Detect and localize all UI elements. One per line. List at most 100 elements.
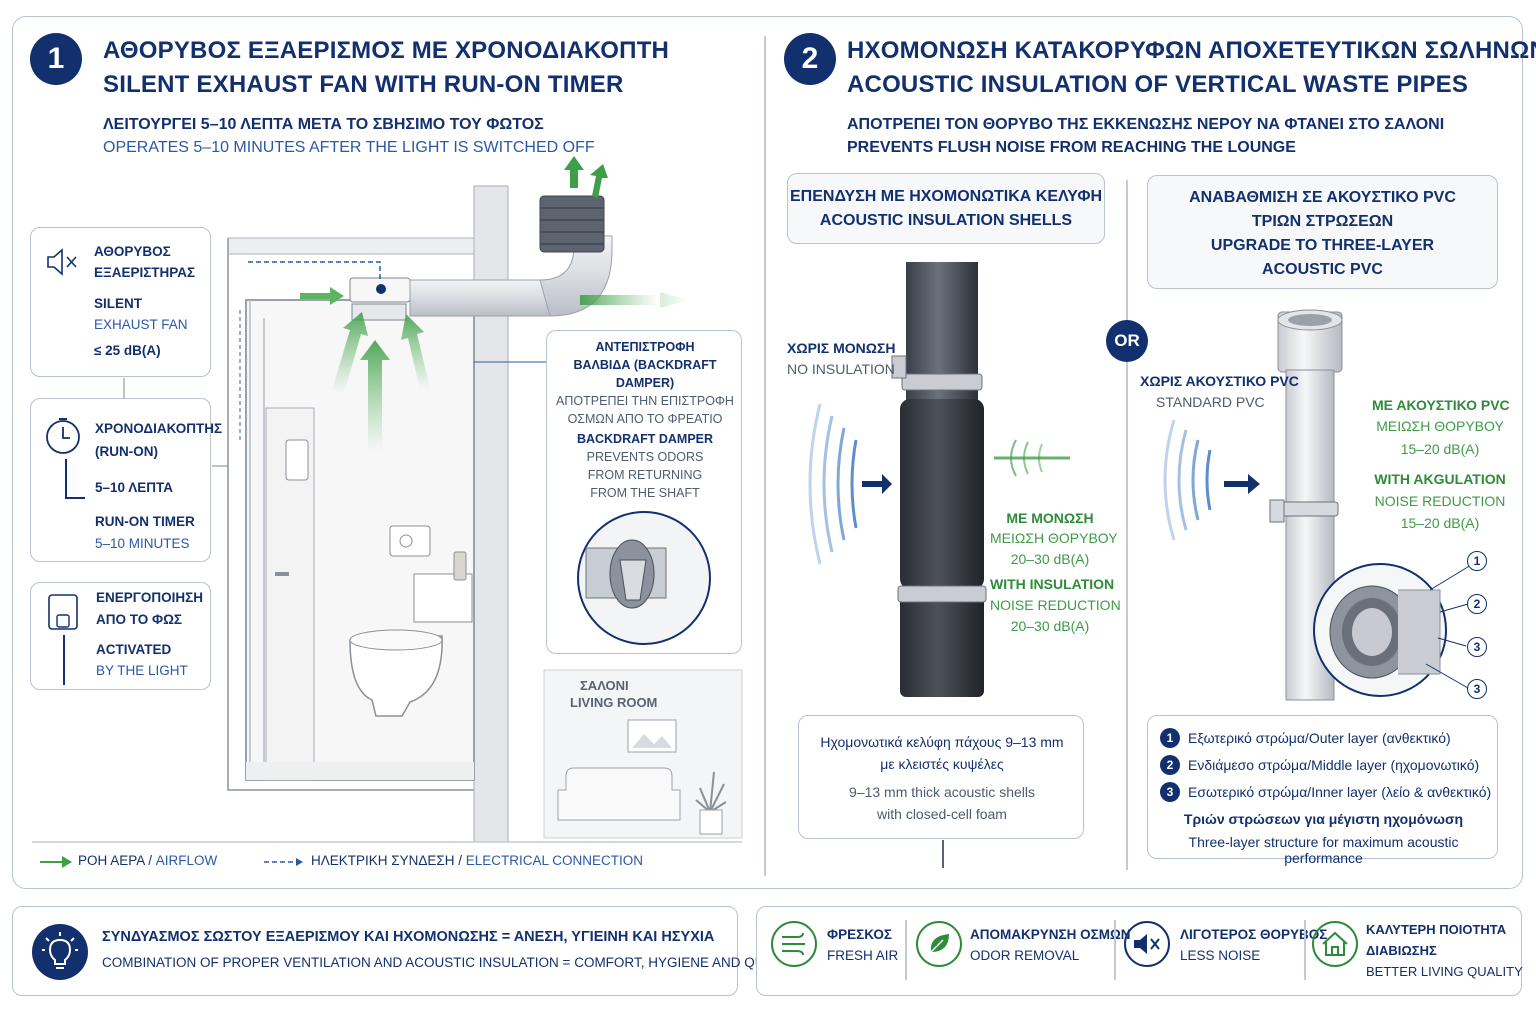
shells-note-box: Ηχομονωτικά κελύφη πάχους 9–13 mm με κλε… (798, 715, 1084, 839)
layer-2-sep: / (1307, 757, 1312, 773)
section-divider (764, 36, 766, 876)
damper-gr5: ΟΣΜΩΝ ΑΠΟ ΤΟ ΦΡΕΑΤΙΟ (567, 412, 723, 426)
shells-title-gr: ΕΠΕΝΔΥΣΗ ΜΕ ΗΧΟΜΟΝΩΤΙΚΑ ΚΕΛΥΦΗ (789, 188, 1102, 205)
room-door-frame (249, 300, 265, 780)
layer-3-gr: Εσωτερικό στρώμα (1188, 784, 1308, 800)
airflow-top-2 (590, 164, 608, 198)
living-room-gr: ΣΑΛΟΝΙ (580, 678, 629, 693)
damper-en1: BACKDRAFT DAMPER (576, 432, 714, 446)
speaker-mute-icon (1124, 921, 1170, 967)
shells-note-en2: with closed-cell foam (877, 806, 1007, 822)
legend-airflow-en: AIRFLOW (155, 853, 218, 868)
section1-subtitle-gr: ΛΕΙΤΟΥΡΓΕΙ 5–10 ΛΕΠΤΑ ΜΕΤΑ ΤΟ ΣΒΗΣΙΜΟ ΤΟ… (103, 116, 544, 133)
house-icon (1312, 921, 1358, 967)
pvc-with-en1: WITH AKGULATION (1374, 471, 1506, 487)
airflow-left (300, 287, 344, 305)
pvc-noise-waves (1163, 419, 1212, 541)
pvc-title-gr2: ΤΡΙΩΝ ΣΤΡΩΣΕΩΝ (1251, 213, 1394, 230)
section1-title-en: SILENT EXHAUST FAN WITH RUN-ON TIMER (103, 71, 624, 98)
pvc-noise-arrow (1224, 474, 1260, 494)
feature-1-gr: ΦΡΕΣΚΟΣ (827, 927, 892, 942)
shells-note-gr1: Ηχομονωτικά κελύφη πάχους 9–13 mm (820, 734, 1064, 750)
timer-card: ΧΡΟΝΟΔΙΑΚΟΠΤΗΣ (RUN-ON) 5–10 ΛΕΠΤΑ RUN-O… (30, 398, 222, 562)
section2-inner-divider (1126, 180, 1128, 870)
sofa (557, 767, 681, 821)
feature-4-en: BETTER LIVING QUALITY (1366, 964, 1523, 979)
timer-card-en1: RUN-ON TIMER (95, 514, 195, 529)
ceiling-slab (227, 237, 475, 255)
feature-2-en: ODOR REMOVAL (970, 948, 1080, 963)
pipe-lower (900, 589, 984, 697)
shells-note-gr2: με κλειστές κυψέλες (880, 756, 1004, 772)
bathroom-illustration (32, 156, 743, 868)
flush-plate (389, 525, 431, 557)
section2-title-en: ACOUSTIC INSULATION OF VERTICAL WASTE PI… (847, 71, 1469, 98)
fan-card-gr1: ΑΘΟΡΥΒΟΣ (94, 244, 171, 259)
footer-features-panel (756, 906, 1522, 996)
with-insulation-en3: 20–30 dB(A) (1010, 618, 1090, 634)
layer-item-3: 3 Εσωτερικό στρώμα / Inner layer (λείο & … (1160, 782, 1491, 802)
dispenser (285, 439, 309, 481)
layer-3-en: Inner layer (λείο & ανθεκτικό) (1311, 784, 1492, 800)
electrical-line (248, 261, 381, 282)
damper-gr1: ΑΝΤΕΠΙΣΤΡΟΦΗ (595, 340, 695, 354)
fan-card: ΑΘΟΡΥΒΟΣ ΕΞΑΕΡΙΣΤΗΡΑΣ SILENT EXHAUST FAN… (30, 227, 211, 377)
layer-3-sep: / (1307, 784, 1312, 800)
damper-en2: PREVENTS ODORS (586, 450, 704, 464)
pvc-no-en: STANDARD PVC (1156, 394, 1265, 410)
lightbulb-icon (32, 924, 88, 980)
section2-title-gr: ΗΧΟΜΟΝΩΣΗ ΚΑΤΑΚΟΡΥΦΩΝ ΑΠΟΧΕΤΕΥΤΙΚΩΝ ΣΩΛΗ… (847, 37, 1536, 64)
timer-card-en2: 5–10 MINUTES (95, 536, 190, 551)
with-insulation-en1: WITH INSULATION (990, 576, 1115, 592)
with-insulation-gr2: ΜΕΙΩΣΗ ΘΟΡΥΒΟΥ (990, 530, 1118, 546)
pvc-summary-en: Three-layer structure for maximum acoust… (1188, 834, 1459, 866)
layer-1-sep: / (1304, 730, 1309, 746)
pvc-with-en3: 15–20 dB(A) (1400, 515, 1480, 531)
damper-gr2: ΒΑΛΒΙΔΑ (BACKDRAFT (573, 358, 717, 372)
damper-gr4: ΑΠΟΤΡΕΠΕΙ ΤΗΝ ΕΠΙΣΤΡΟΦΗ (556, 394, 734, 408)
legend-airflow-gr: ΡΟΗ ΑΕΡΑ (78, 853, 145, 868)
section1-subtitle-en: OPERATES 5–10 MINUTES AFTER THE LIGHT IS… (103, 139, 595, 156)
legend-airflow-sep: / (144, 853, 156, 868)
light-card-en2: BY THE LIGHT (96, 663, 188, 678)
pipe-clamp-bottom (897, 585, 987, 603)
damper-en4: FROM THE SHAFT (590, 486, 700, 500)
room-wall-left (227, 238, 474, 791)
pvc-title-gr1: ΑΝΑΒΑΘΜΙΣΗ ΣΕ ΑΚΟΥΣΤΙΚΟ PVC (1189, 189, 1456, 206)
airflow-arrows (332, 312, 430, 452)
clock-icon (46, 418, 80, 454)
footer-combo-panel: ΣΥΝΔΥΑΣΜΟΣ ΣΩΣΤΟΥ ΕΞΑΕΡΙΣΜΟΥ ΚΑΙ ΗΧΟΜΟΝΩ… (12, 906, 785, 996)
airflow-side (578, 292, 690, 308)
door-handle (275, 572, 289, 576)
pvc-clamp (1281, 501, 1339, 517)
airflow-top-1 (564, 156, 584, 188)
noise-waves-left (808, 403, 858, 565)
layer-3-number: 3 (1160, 782, 1180, 802)
shells-title-box: ΕΠΕΝΔΥΣΗ ΜΕ ΗΧΟΜΟΝΩΤΙΚΑ ΚΕΛΥΦΗ ACOUSTIC … (787, 173, 1105, 244)
or-badge: OR (1106, 320, 1148, 362)
layer-1-en: Outer layer (ανθεκτικό) (1308, 730, 1451, 746)
feature-3-en: LESS NOISE (1180, 948, 1261, 963)
legend-elec-sep: / (454, 853, 466, 868)
pvc-with-gr3: 15–20 dB(A) (1400, 441, 1480, 457)
timer-card-gr3: 5–10 ΛΕΠΤΑ (95, 480, 174, 495)
feature-4-gr2: ΔΙΑΒΙΩΣΗΣ (1366, 943, 1437, 958)
feature-4-gr: ΚΑΛΥΤΕΡΗ ΠΟΙΟΤΗΤΑ (1366, 922, 1507, 937)
timer-card-gr2: (RUN-ON) (95, 444, 158, 459)
damper-card: ΑΝΤΕΠΙΣΤΡΟΦΗ ΒΑΛΒΙΔΑ (BACKDRAFT DAMPER) … (546, 330, 742, 654)
with-insulation-gr3: 20–30 dB(A) (1010, 551, 1090, 567)
shells-note-en1: 9–13 mm thick acoustic shells (849, 784, 1035, 800)
legend-electrical: ΗΛΕΚΤΡΙΚΗ ΣΥΝΔΕΣΗ / ELECTRICAL CONNECTIO… (311, 853, 643, 868)
sink (413, 573, 473, 623)
light-switch-icon (48, 594, 78, 630)
section2-number-badge: 2 (784, 33, 836, 85)
timer-card-gr1: ΧΡΟΝΟΔΙΑΚΟΠΤΗΣ (95, 421, 223, 436)
timer-connector (65, 459, 67, 497)
soap (453, 551, 467, 581)
pvc-callout-3a: 3 (1467, 637, 1487, 657)
fan-grille (351, 303, 407, 321)
light-card-en1: ACTIVATED (96, 642, 172, 657)
feature-2-gr: ΑΠΟΜΑΚΡΥΝΣΗ ΟΣΜΩΝ (970, 927, 1131, 942)
